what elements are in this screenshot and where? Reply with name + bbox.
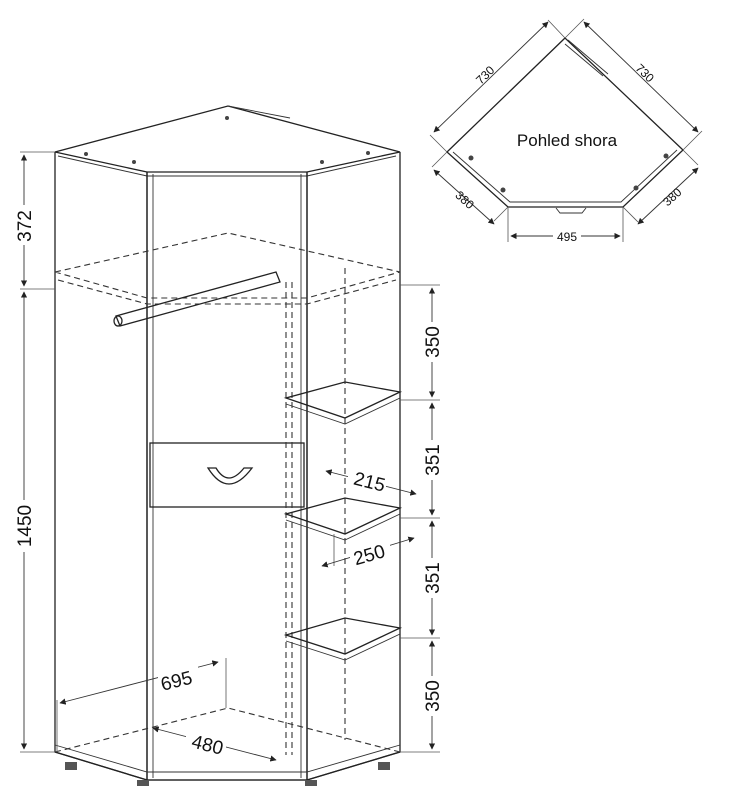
plan-hole	[468, 155, 474, 161]
top-hole	[366, 151, 370, 155]
top-hole	[84, 152, 88, 156]
shelf-1	[283, 381, 403, 425]
dim-label-372: 372	[15, 210, 36, 242]
dim-label-730-left: 730	[473, 63, 497, 87]
hidden-shelf-column	[285, 268, 346, 755]
drawer	[149, 442, 305, 508]
dim-line-380-left	[433, 169, 495, 225]
dim-label-380-left: 380	[453, 188, 477, 212]
dim-label-730-right: 730	[633, 61, 657, 85]
left-side-panel	[54, 152, 148, 781]
top-hole	[320, 160, 324, 164]
dim-label-1450: 1450	[15, 505, 36, 547]
shelf-3	[283, 617, 403, 661]
plan-inner-line	[452, 149, 678, 203]
front-view: 372 1450 350 351 351 350 215 250	[12, 105, 444, 786]
dim-label-350-top: 350	[423, 326, 444, 358]
dim-label-380-right: 380	[660, 185, 684, 209]
plan-hole	[500, 187, 506, 193]
plan-handle	[555, 207, 587, 214]
foot	[378, 762, 390, 770]
plan-outline	[446, 37, 684, 208]
foot	[137, 780, 149, 786]
foot	[65, 762, 77, 770]
dim-line-730-right	[583, 21, 699, 133]
dim-line-730-left	[433, 21, 549, 133]
top-panel	[54, 105, 401, 173]
hanging-rail	[115, 271, 281, 327]
dim-label-495: 495	[557, 230, 577, 244]
dim-line-380-right	[637, 167, 699, 225]
shelf-2	[283, 497, 403, 541]
top-hole	[225, 116, 229, 120]
plan-view: 730 730 380 380 495 Pohled shora	[429, 18, 703, 244]
dim-label-350-bottom: 350	[423, 680, 444, 712]
drawer-handle	[206, 467, 254, 485]
plan-hole	[663, 153, 669, 159]
dim-label-351-upper: 351	[423, 444, 444, 476]
plan-hole	[633, 185, 639, 191]
hidden-top-shelf	[54, 232, 401, 299]
top-hole	[132, 160, 136, 164]
plan-view-title: Pohled shora	[517, 131, 618, 150]
hidden-floor	[54, 707, 401, 753]
dim-label-351-lower: 351	[423, 562, 444, 594]
foot	[305, 780, 317, 786]
